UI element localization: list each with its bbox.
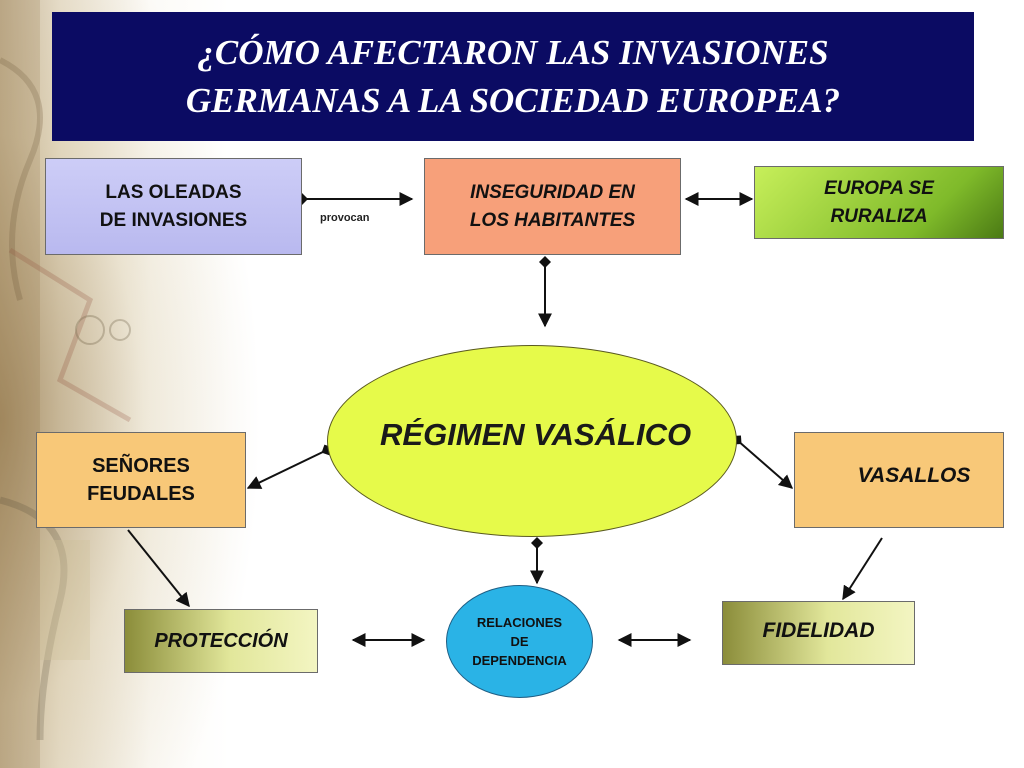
node-senores-feudales: SEÑORES FEUDALES: [36, 432, 246, 528]
node-proteccion-label: PROTECCIÓN: [154, 630, 288, 652]
node-inseguridad-line-1: INSEGURIDAD EN: [470, 181, 635, 203]
title-line-2: GERMANAS A LA SOCIEDAD EUROPEA?: [185, 80, 841, 120]
node-inseguridad-line-2: LOS HABITANTES: [469, 209, 636, 231]
arrow-senores-to-proteccion: [127, 529, 190, 608]
page-title: ¿CÓMO AFECTARON LAS INVASIONES GERMANAS …: [52, 12, 974, 141]
title-line-1: ¿CÓMO AFECTARON LAS INVASIONES: [197, 32, 829, 72]
arrow-vasallos-to-fidelidad: [842, 537, 883, 601]
node-relaciones-line-2: DE: [510, 634, 529, 649]
node-fidelidad-label: FIDELIDAD: [762, 619, 875, 642]
node-europa-line-2: RURALIZA: [830, 205, 928, 227]
node-regimen-label: RÉGIMEN VASÁLICO: [380, 417, 692, 452]
arrow-regimen-to-vasallos: [732, 435, 794, 489]
node-inseguridad: INSEGURIDAD EN LOS HABITANTES: [424, 158, 681, 255]
background-illustration: [0, 0, 132, 768]
node-senores-line-1: SEÑORES: [92, 455, 190, 477]
node-europa-ruraliza: EUROPA SE RURALIZA: [754, 166, 1004, 239]
arrow-regimen-to-senores: [246, 444, 333, 489]
node-senores-line-2: FEUDALES: [87, 483, 195, 505]
node-proteccion: PROTECCIÓN: [124, 609, 318, 673]
node-europa-line-1: EUROPA SE: [824, 177, 934, 199]
node-relaciones-line-1: RELACIONES: [476, 615, 563, 630]
node-vasallos: VASALLOS: [794, 432, 1004, 528]
node-regimen-vasalico: [327, 345, 737, 537]
node-oleadas-line-2: DE INVASIONES: [99, 209, 248, 231]
node-oleadas-line-1: LAS OLEADAS: [105, 181, 242, 203]
node-fidelidad: FIDELIDAD: [722, 601, 915, 665]
node-relaciones-dependencia: RELACIONES DE DEPENDENCIA: [446, 585, 593, 698]
node-oleadas: LAS OLEADAS DE INVASIONES: [45, 158, 302, 255]
node-vasallos-label: VASALLOS: [857, 464, 971, 487]
edge-label-provocan: provocan: [320, 212, 370, 224]
node-relaciones-line-3: DEPENDENCIA: [472, 653, 567, 668]
